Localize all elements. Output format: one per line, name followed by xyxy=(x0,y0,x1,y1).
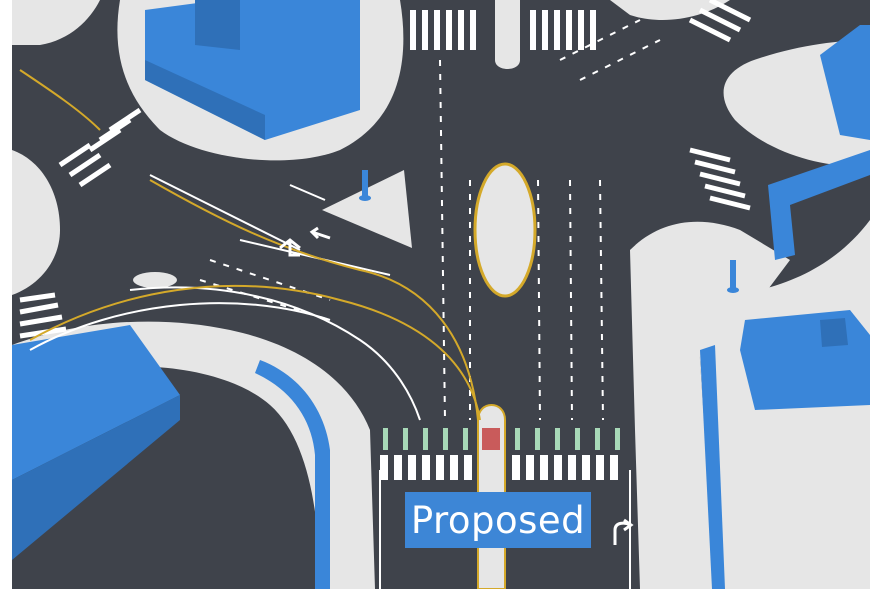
median-nose-top xyxy=(495,0,520,69)
right-turn-arrow-icon xyxy=(613,518,634,545)
curb-wall-bottom-left xyxy=(255,360,330,589)
building-right xyxy=(740,310,870,410)
left-turn-arrow-icon xyxy=(279,238,301,257)
small-island-left xyxy=(133,272,177,288)
curb-wall-bottom-right xyxy=(700,345,725,589)
lane-lines xyxy=(29,174,631,589)
proposed-label: Proposed xyxy=(405,492,591,548)
sidewalk-left xyxy=(12,150,60,295)
crosswalk-top xyxy=(410,10,596,50)
sidewalk-top-right xyxy=(610,0,730,20)
straight-arrow-icon xyxy=(309,226,331,240)
traffic-poles xyxy=(359,170,739,293)
building-right-roof xyxy=(820,318,848,347)
building-bottom-left xyxy=(12,325,180,480)
crosswalk-bottom xyxy=(380,455,618,480)
crosswalk-left xyxy=(19,107,142,339)
sidewalk-top-left-small xyxy=(12,0,100,45)
building-top-left-roof xyxy=(195,0,240,50)
building-right-arch xyxy=(768,150,870,260)
building-bottom-left-side xyxy=(12,395,180,560)
median-island-oval xyxy=(473,162,537,298)
building-top-left-face xyxy=(145,60,265,140)
sidewalk-right-edge xyxy=(630,221,790,589)
bike-bollards-bottom xyxy=(383,428,620,450)
crosswalk-right xyxy=(688,0,752,211)
triangle-island xyxy=(322,170,412,248)
building-top-right xyxy=(820,25,870,140)
red-bike-marker-bottom xyxy=(482,428,500,450)
center-lines-yellow xyxy=(19,69,481,421)
